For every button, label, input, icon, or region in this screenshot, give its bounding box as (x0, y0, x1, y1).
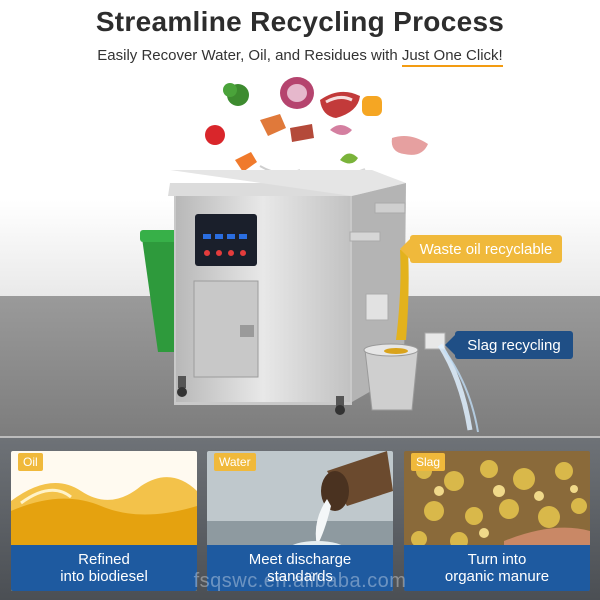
pepper-icon (362, 96, 382, 116)
caption-line1: Refined (78, 551, 130, 568)
bone-icon (391, 136, 428, 155)
subtitle-highlight: Just One Click! (401, 47, 503, 67)
watermark: fsqswc.en.alibaba.com (193, 570, 407, 592)
caption-line1: Turn into (467, 551, 527, 568)
subtitle-text: Easily Recover Water, Oil, and Residues … (97, 47, 402, 64)
panel-oil: Oil Refined into biodiesel (11, 451, 197, 591)
callout-oil-label: Waste oil recyclable (419, 240, 553, 258)
panel-tag-water: Water (214, 453, 256, 471)
tomato-icon (205, 125, 225, 145)
callout-arrow (400, 239, 410, 259)
page-subtitle: Easily Recover Water, Oil, and Residues … (0, 47, 600, 67)
panel-tag-oil: Oil (18, 453, 43, 471)
panel-slag: Slag Turn into organic manure (404, 451, 590, 591)
recycling-machine (168, 170, 479, 433)
meat-icon (320, 91, 360, 118)
caption-line2: standards (267, 568, 333, 585)
callout-slag: Slag recycling (445, 331, 573, 359)
callout-slag-label: Slag recycling (467, 336, 561, 354)
caption-line1: Meet discharge (248, 551, 352, 568)
floating-food (205, 77, 428, 178)
page-title: Streamline Recycling Process (95, 6, 505, 37)
machine-scene (140, 77, 479, 433)
panel-caption-water: Meet discharge standards (207, 545, 393, 591)
panel-caption-oil: Refined into biodiesel (11, 545, 197, 591)
green-bin (140, 230, 182, 352)
panel-tag-slag: Slag (411, 453, 446, 471)
control-panel (195, 214, 257, 266)
panel-caption-slag: Turn into organic manure (404, 545, 590, 591)
caption-line2: into biodiesel (60, 568, 148, 585)
callout-waste-oil: Waste oil recyclable (400, 235, 562, 263)
panel-water: Water Meet discharge standards (207, 451, 393, 591)
callout-arrow (445, 335, 455, 355)
caption-line2: organic manure (444, 568, 550, 585)
